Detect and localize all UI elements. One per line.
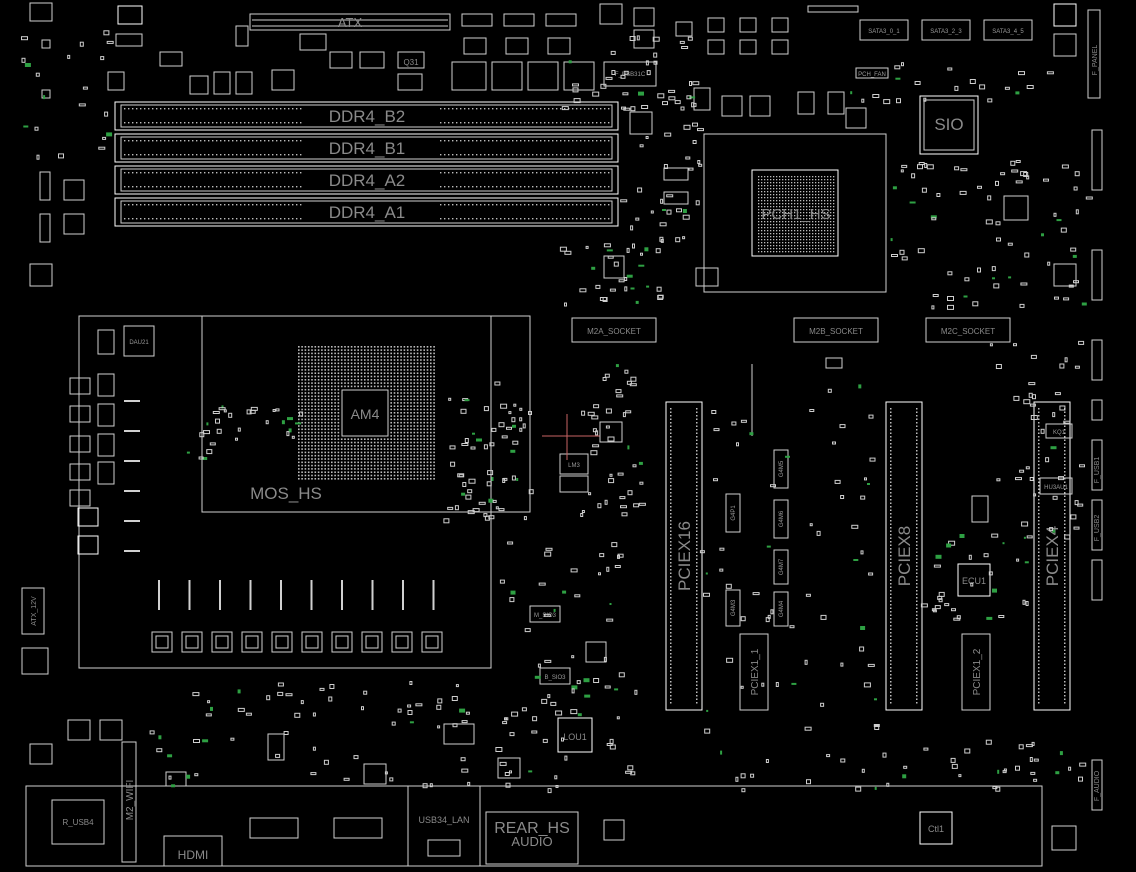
ddr4-a1-label: DDR4_A1 <box>329 203 406 222</box>
m2c-socket-label: M2C_SOCKET <box>941 327 995 336</box>
m2-wifi-label: M2_WIFI <box>125 780 136 821</box>
ddr4-a2-label: DDR4_A2 <box>329 171 406 190</box>
dau-label: DAU21 <box>129 340 149 346</box>
sio-area: SIO <box>919 95 1077 287</box>
atx-12v-label: ATX_12V <box>31 596 38 626</box>
atx-connector: ATX <box>249 13 451 31</box>
rear-io: R_USB4 M2_WIFI HDMI USB34_LAN REAR_HS AU… <box>25 719 1077 867</box>
pch-fan-label: PCH_FAN <box>858 72 886 78</box>
mos-hs-label: MOS_HS <box>250 484 322 503</box>
ddr4-slots: DDR4_B2 DDR4_B1 DDR4_A2 DDR4_A1 <box>114 101 619 227</box>
hu3-label: HU3AU1 <box>1044 485 1068 491</box>
middle-components: M2A_SOCKET M2B_SOCKET M2C_SOCKET LM3 M_S… <box>529 111 1011 841</box>
m2a-socket-label: M2A_SOCKET <box>587 327 641 336</box>
ecu1-label: ECU1 <box>962 576 986 586</box>
atx-label: ATX <box>338 15 363 30</box>
cpu-label: AM4 <box>351 406 380 422</box>
q31-label: Q31 <box>403 58 419 67</box>
f-usb2-label: F_USB2 <box>1094 515 1101 542</box>
vrm-chokes <box>158 580 435 610</box>
left-edge-components <box>29 39 85 287</box>
gm5-label: G4M5 <box>779 460 785 477</box>
pciex1-2-label: PCIEX1_2 <box>972 648 983 695</box>
cpu-area: AM4 MOS_HS DAU21 <box>69 315 531 669</box>
b-sio-label: B_SIO3 <box>544 675 566 681</box>
m2b-socket-label: M2B_SOCKET <box>809 327 863 336</box>
r-usb-label: R_USB4 <box>62 818 94 827</box>
slot-side-components: G4P1 G4M5 G4M6 G4M7 G4M4 G4M3 <box>725 357 989 627</box>
hdmi-label: HDMI <box>178 848 209 862</box>
sata-4-5-label: SATA3_4_5 <box>992 29 1024 35</box>
sata-connectors: SATA3_0_1 SATA3_2_3 SATA3_4_5 PCH_FAN <box>855 19 1033 79</box>
top-right-components: F_PANEL F_USB1 F_USB2 F_AUDIO <box>1053 3 1103 811</box>
lm3-label: LM3 <box>568 463 580 469</box>
gmp1-label: G4P1 <box>731 505 737 521</box>
pciex4-label: PCIEX4 <box>1043 526 1062 586</box>
pch-area: PCH1_HS <box>693 87 887 293</box>
pciex4-pins <box>1038 408 1066 704</box>
gm4-label: G4M4 <box>779 600 785 617</box>
sio-label: SIO <box>934 115 963 134</box>
ddr4-b2-label: DDR4_B2 <box>329 107 406 126</box>
f-usb31c-label: F_USB31C <box>615 72 646 78</box>
ctl1-label: Ctl1 <box>928 824 944 834</box>
gm6-label: G4M6 <box>779 510 785 527</box>
pciex16-pins <box>670 408 698 704</box>
gm3-label: G4M3 <box>731 599 737 616</box>
pciex8-label: PCIEX8 <box>895 526 914 586</box>
ddr4-b1-label: DDR4_B1 <box>329 139 406 158</box>
pciex8-pins <box>890 408 918 704</box>
atx-12v-connector: ATX_12V <box>21 587 49 675</box>
usb34-lan-label: USB34_LAN <box>418 815 469 825</box>
f-audio-label: F_AUDIO <box>1094 770 1101 801</box>
kq1-label: KQ1 <box>1053 430 1066 436</box>
pcie-slots: PCIEX16 PCIEX1_1 PCIEX8 PCIEX1_2 PCIEX4 … <box>665 401 1073 711</box>
lou1-label: LOU1 <box>563 732 587 742</box>
top-left-components: Q31 F_USB31C <box>29 2 859 95</box>
rear-hs-label: REAR_HS <box>494 820 570 837</box>
pch-label: PCH1_HS <box>761 206 830 223</box>
pch-pin-grid <box>758 176 835 253</box>
sata-2-3-label: SATA3_2_3 <box>930 29 962 35</box>
gm7-label: G4M7 <box>779 558 785 575</box>
audio-label: AUDIO <box>511 834 552 849</box>
f-panel-label: F_PANEL <box>1092 45 1099 76</box>
sata-0-1-label: SATA3_0_1 <box>868 29 900 35</box>
ddr4-pin-rows <box>124 108 610 220</box>
f-usb1-label: F_USB1 <box>1094 457 1101 484</box>
pciex1-1-label: PCIEX1_1 <box>750 648 761 695</box>
pciex16-label: PCIEX16 <box>675 521 694 591</box>
small-passive-components <box>21 30 1093 794</box>
vrm-mosfets <box>124 400 443 653</box>
cpu-socket-pin-grid <box>298 346 435 480</box>
